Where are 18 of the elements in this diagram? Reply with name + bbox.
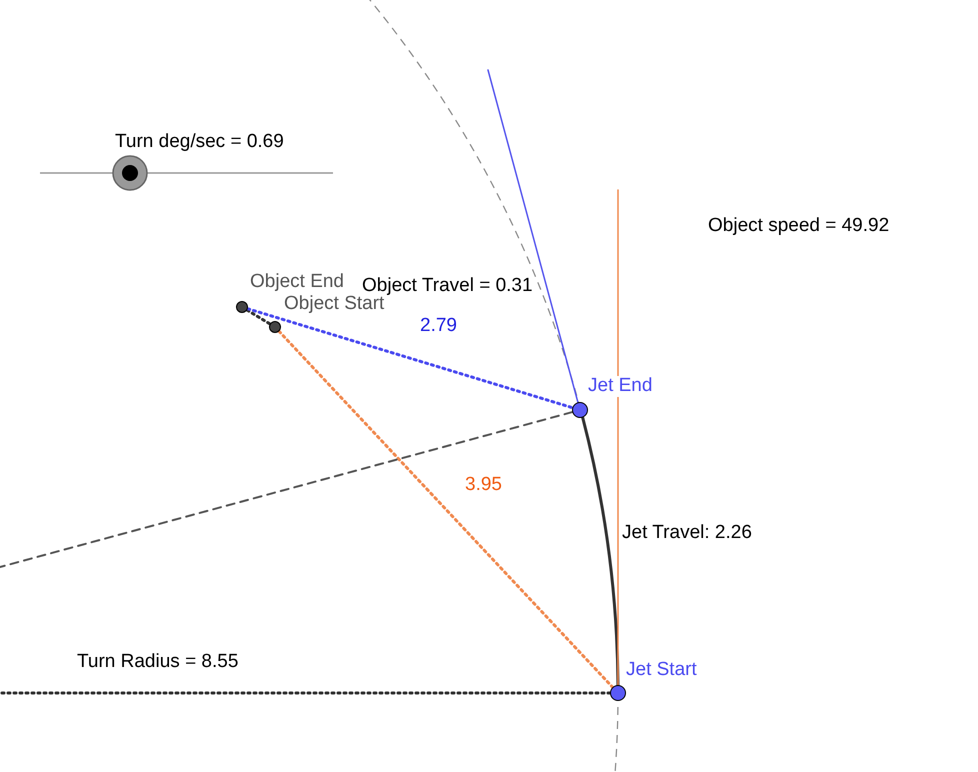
dotted-line	[278, 330, 614, 689]
point-marker	[269, 321, 281, 333]
dotted-line	[246, 308, 272, 326]
point-label: Jet End	[586, 376, 654, 397]
value-label: Object Travel = 0.31	[362, 276, 533, 296]
dotted-line	[0, 692, 612, 694]
point-marker	[572, 402, 588, 418]
tangent-line	[487, 69, 579, 404]
point-label: Object End	[248, 272, 346, 293]
vertical-line	[617, 189, 619, 686]
arc-path	[581, 416, 620, 686]
point-marker	[610, 685, 626, 701]
point-label: Object Start	[282, 294, 386, 315]
slider-label: Turn deg/sec = 0.69	[115, 132, 284, 153]
value-label: Object speed = 49.92	[708, 216, 890, 237]
point-marker	[236, 301, 248, 313]
dotted-line	[246, 307, 574, 410]
dashed-line	[0, 411, 574, 568]
